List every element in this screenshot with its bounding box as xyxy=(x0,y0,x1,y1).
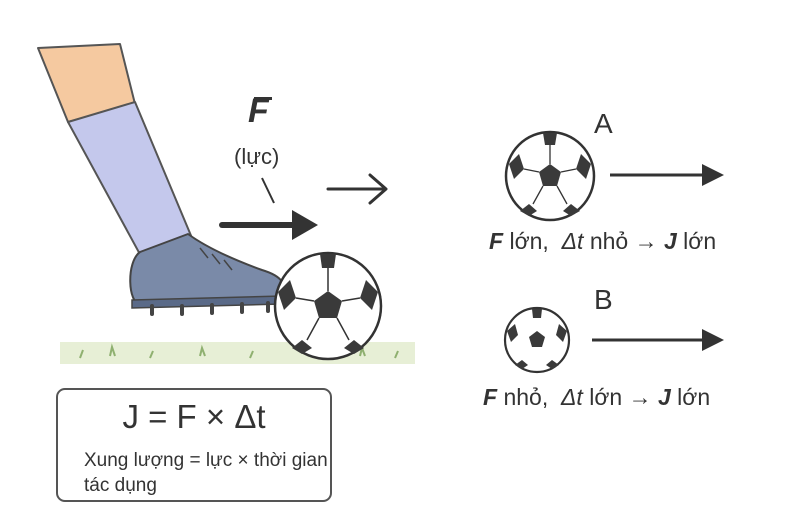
leg-sock xyxy=(67,101,193,259)
case-a-dt: Δt xyxy=(561,228,584,254)
motion-arrow xyxy=(326,173,388,205)
case-b-dt-size: lớn → xyxy=(582,384,658,410)
case-b-j-size: lớn xyxy=(670,384,711,410)
arrow-b xyxy=(592,329,724,351)
force-label: (lực) xyxy=(234,144,280,169)
case-b-caption: F nhỏ, Δt lớn → J lớn xyxy=(483,384,710,411)
case-a-f: F xyxy=(489,228,504,254)
case-b-f-size: nhỏ, xyxy=(497,384,561,410)
force-symbol: F xyxy=(248,92,269,130)
force-vector-bar xyxy=(254,97,272,100)
case-b-f: F xyxy=(483,384,498,410)
arrow-a xyxy=(610,164,724,186)
case-b-j: J xyxy=(657,384,671,410)
ball-b xyxy=(503,306,571,374)
case-a-label: A xyxy=(594,108,613,139)
case-a-j: J xyxy=(663,228,677,254)
impulse-formula: J = F × Δt xyxy=(122,398,266,435)
ball-a xyxy=(504,130,596,222)
case-b-label: B xyxy=(594,284,613,315)
force-arrow xyxy=(219,210,318,240)
boot xyxy=(129,233,285,316)
case-a-caption: F lớn, Δt nhỏ → J lớn xyxy=(489,228,716,255)
formula-box: J = F × Δt Xung lượng = lực × thời gian … xyxy=(56,388,332,502)
kicked-soccer-ball xyxy=(273,251,383,361)
force-pointer-line xyxy=(261,177,275,204)
case-a-f-size: lớn, xyxy=(503,228,562,254)
formula-description: Xung lượng = lực × thời gian tác dụng xyxy=(84,450,328,496)
leg xyxy=(37,43,193,259)
case-a-dt-size: nhỏ → xyxy=(583,228,664,254)
case-a-j-size: lớn xyxy=(676,228,717,254)
case-b-dt: Δt xyxy=(561,384,583,410)
